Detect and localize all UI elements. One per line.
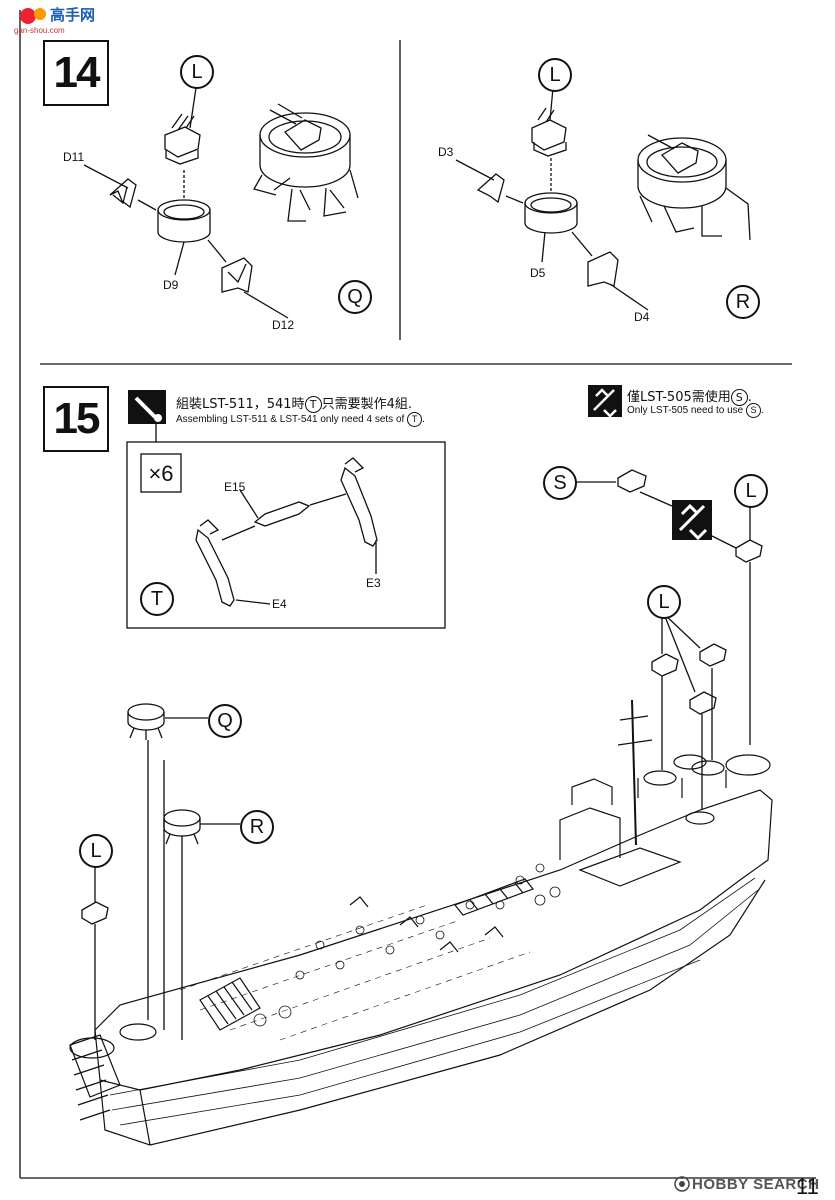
subassembly-label-T: T [140, 582, 174, 616]
hobbysearch-brand: HOBBY SEARCH [692, 1176, 820, 1193]
quantity-multiplier: ×6 [148, 461, 174, 486]
only-note-cn-suffix: . [747, 390, 752, 405]
variant-label-R: R [726, 285, 760, 319]
callout-L-midship: L [647, 585, 681, 619]
step-14-number: 14 [43, 40, 109, 106]
part-label-d12: D12 [272, 318, 295, 332]
site-logo-text: 高手网 [50, 6, 96, 24]
callout-S: S [543, 466, 577, 500]
page-number: 11 [796, 1174, 819, 1199]
step-15-number: 15 [43, 386, 109, 452]
assembly-note-en-circle: T [407, 412, 423, 427]
assembly-note-en: Assembling LST-511 & LST-541 only need 4… [176, 412, 425, 427]
step14-left-assembly [83, 87, 359, 319]
callout-L-14-left: L [180, 55, 214, 89]
callout-R: R [240, 810, 274, 844]
only-note-en-suffix: . [760, 405, 764, 417]
lst-ship-hull [69, 699, 773, 1146]
step14-right-assembly [455, 87, 751, 311]
note-icon [128, 390, 166, 424]
site-logo-url: gan-shou.com [14, 26, 65, 35]
only-note-en-circle: S [745, 403, 761, 418]
part-label-d3: D3 [438, 145, 454, 159]
assembly-note-en-prefix: Assembling LST-511 & LST-541 only need 4… [176, 414, 405, 426]
assembly-note-cn-suffix: 只需要製作4組. [321, 397, 412, 412]
part-label-e4: E4 [272, 597, 287, 611]
part-label-d9: D9 [163, 278, 179, 292]
assembly-note-en-suffix: . [422, 414, 425, 426]
callout-L-14-right: L [538, 58, 572, 92]
part-label-e3: E3 [366, 576, 381, 590]
only-note-cn-prefix: 僅LST-505需使用 [627, 390, 731, 405]
subassembly-frame [126, 441, 446, 629]
callout-L-bow: L [79, 834, 113, 868]
part-label-e15: E15 [224, 480, 246, 494]
part-label-d4: D4 [634, 310, 650, 324]
only-note-en: Only LST-505 need to use S. [627, 403, 764, 418]
part-label-d11: D11 [63, 150, 85, 164]
variant-label-Q: Q [338, 280, 372, 314]
part-label-d5: D5 [530, 266, 546, 280]
only-note-cn-circle: S [730, 389, 748, 406]
optional-part-icon-large [672, 500, 712, 541]
callout-Q: Q [208, 704, 242, 738]
only-note-en-prefix: Only LST-505 need to use [627, 405, 744, 417]
site-logo-icon [20, 8, 46, 24]
hobbysearch-logo-icon [674, 1176, 690, 1192]
optional-part-icon [588, 385, 622, 418]
assembly-note-cn-circle: T [304, 396, 322, 413]
assembly-note-cn-prefix: 組裝LST-511，541時 [176, 397, 305, 412]
callout-L-stern: L [734, 474, 768, 508]
